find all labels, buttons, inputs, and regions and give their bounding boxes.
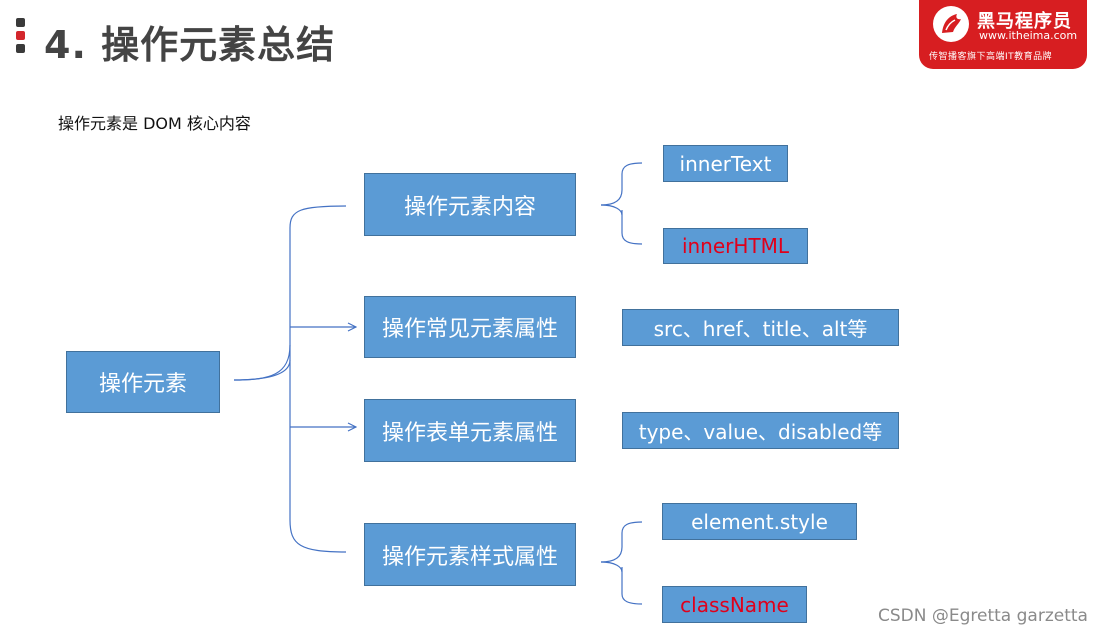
branch-node-common-attr: 操作常见元素属性 <box>364 296 576 358</box>
title-marker-top <box>16 18 25 27</box>
content-brace <box>600 162 643 206</box>
title-marker-middle <box>16 31 25 40</box>
root-node-label: 操作元素 <box>98 372 187 397</box>
brand-name: 黑马程序员 <box>977 11 1072 32</box>
branch-node-label: 操作表单元素属性 <box>381 420 558 446</box>
brand-logo: 黑马程序员 www.itheima.com 传智播客旗下高端IT教育品牌 <box>919 0 1087 69</box>
leaf-node-innerhtml: innerHTML <box>663 228 808 264</box>
page-title: 4. 操作元素总结 <box>44 23 336 67</box>
leaf-node-label: innerText <box>679 151 772 176</box>
branch-node-label: 操作常见元素属性 <box>381 317 558 342</box>
leaf-node-form-attrs: type、value、disabled等 <box>622 412 899 449</box>
page-subtitle: 操作元素是 DOM 核心内容 <box>58 114 251 133</box>
branch-node-form-attr: 操作表单元素属性 <box>364 399 576 462</box>
branch-node-style-attr: 操作元素样式属性 <box>364 523 576 586</box>
brand-slogan: 传智播客旗下高端IT教育品牌 <box>929 52 1053 62</box>
leaf-node-label: innerHTML <box>681 234 790 258</box>
branch-node-label: 操作元素样式属性 <box>381 544 558 570</box>
leaf-node-classname: className <box>662 586 807 623</box>
style-brace <box>600 521 643 563</box>
leaf-node-element-style: element.style <box>662 503 857 540</box>
leaf-node-label: type、value、disabled等 <box>638 420 883 444</box>
watermark: CSDN @Egretta garzetta <box>878 606 1088 626</box>
leaf-node-common-attrs: src、href、title、alt等 <box>622 309 899 346</box>
branch-node-label: 操作元素内容 <box>403 194 536 220</box>
title-marker-bottom <box>16 44 25 53</box>
brand-url: www.itheima.com <box>979 29 1078 42</box>
root-node: 操作元素 <box>66 351 220 413</box>
leaf-node-label: element.style <box>691 509 828 534</box>
leaf-node-label: src、href、title、alt等 <box>653 317 868 341</box>
leaf-node-innertext: innerText <box>663 145 788 182</box>
leaf-node-label: className <box>680 592 789 617</box>
branch-node-content: 操作元素内容 <box>364 173 576 236</box>
horse-logo-icon <box>933 6 969 42</box>
